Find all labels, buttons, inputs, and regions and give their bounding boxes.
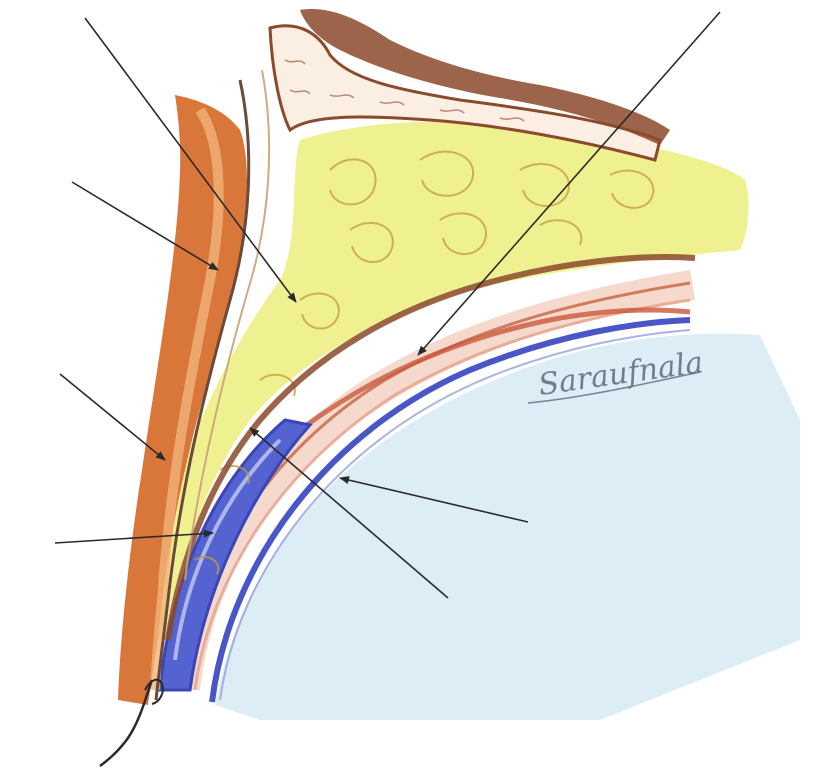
globe-sclera	[215, 334, 800, 720]
pointer-line-3	[60, 374, 165, 460]
